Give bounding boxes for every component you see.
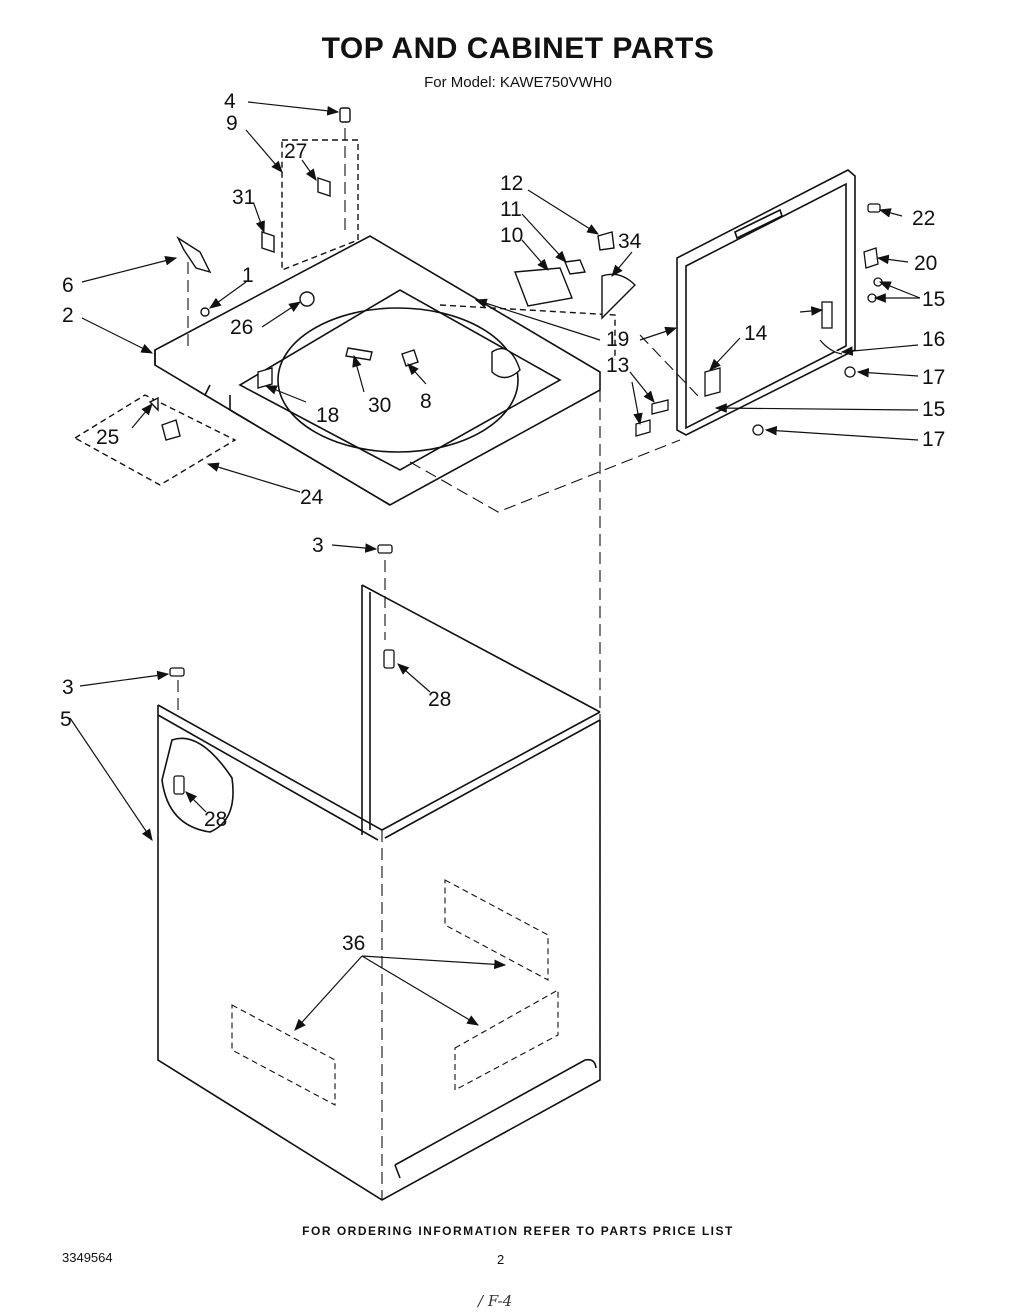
callout-3-lower: 3 [62,676,74,699]
callout-14: 14 [744,322,768,345]
callout-15-bottom: 15 [922,398,945,421]
callout-10: 10 [500,224,523,247]
callout-27: 27 [284,140,307,163]
callout-26: 26 [230,316,253,339]
callout-20: 20 [914,252,937,275]
callout-2: 2 [62,304,74,327]
callout-30: 30 [368,394,391,417]
top-panel [154,235,601,506]
callout-3-upper: 3 [312,534,324,557]
document-number: 3349564 [62,1250,113,1265]
page-number: 2 [497,1252,505,1267]
page-title: TOP AND CABINET PARTS [321,32,715,65]
callout-17-bottom: 17 [922,428,945,451]
callout-5: 5 [60,708,72,731]
callout-17-top: 17 [922,366,945,389]
callout-16: 16 [922,328,945,351]
callout-6: 6 [62,274,74,297]
callout-28-lower: 28 [204,808,227,831]
callout-1: 1 [242,264,254,287]
callout-numbers: 4 9 27 31 6 1 2 26 12 11 10 34 19 14 13 … [60,90,945,955]
leader-arrows [69,101,921,1031]
handwritten-note: / F-4 [478,1292,513,1310]
cabinet [157,584,601,1201]
ordering-note: FOR ORDERING INFORMATION REFER TO PARTS … [302,1224,734,1238]
callout-34: 34 [618,230,642,253]
callout-15-top: 15 [922,288,945,311]
callout-9: 9 [226,112,238,135]
callout-22: 22 [912,207,935,230]
callout-36: 36 [342,932,365,955]
console-bracket [73,139,616,486]
model-line: For Model: KAWE750VWH0 [424,74,612,91]
callout-19: 19 [606,328,629,351]
callout-31: 31 [232,186,255,209]
cabinet-labels [231,879,559,1106]
cabinet-fasteners [169,544,395,795]
callout-12: 12 [500,172,523,195]
callout-24: 24 [300,486,324,509]
small-parts-top [148,107,636,441]
lid-hardware [635,203,883,437]
callout-28-upper: 28 [428,688,451,711]
callout-13: 13 [606,354,629,377]
callout-4: 4 [224,90,236,113]
callout-8: 8 [420,390,432,413]
callout-11: 11 [500,198,522,221]
callout-18: 18 [316,404,339,427]
lid [676,169,856,436]
callout-25: 25 [96,426,119,449]
